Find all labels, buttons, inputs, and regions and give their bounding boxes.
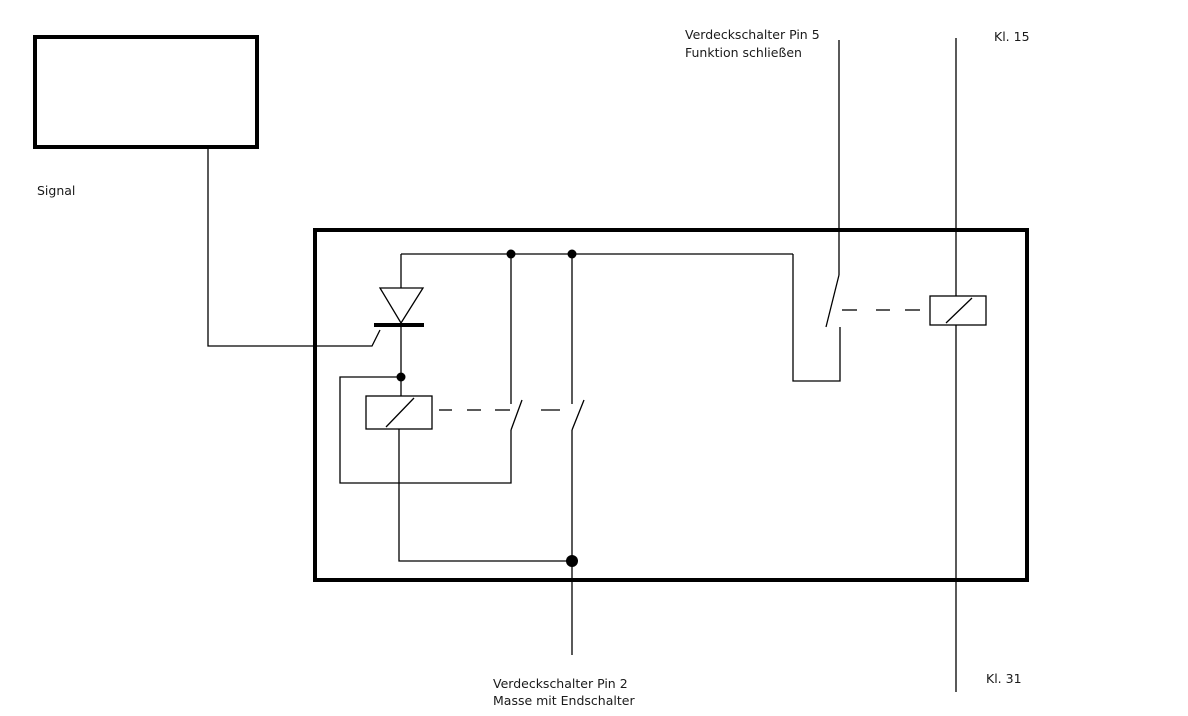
coil-ground-wire — [398, 429, 572, 562]
switch1-self-hold-loop-wire — [339, 376, 512, 484]
kl15-label: Kl. 15 — [994, 29, 1030, 44]
thyristor-symbol — [374, 287, 425, 327]
pin2-label-line1: Verdeckschalter Pin 2 — [493, 676, 628, 691]
kl31-label: Kl. 31 — [986, 671, 1022, 686]
pin2-label-line2: Masse mit Endschalter — [493, 693, 635, 708]
upper-switch-lever — [825, 274, 840, 328]
pin5-label-line1: Verdeckschalter Pin 5 — [685, 27, 820, 42]
main-enclosure-box — [313, 228, 1029, 582]
junction-dot — [396, 372, 406, 382]
signal-source-box — [33, 35, 259, 149]
switch1-lever — [510, 399, 523, 431]
pin5-label-line2: Funktion schließen — [685, 45, 802, 60]
upper-switch-loop-wire — [792, 254, 841, 382]
relay-coil-lower — [365, 395, 433, 430]
switch2-lever — [571, 399, 585, 431]
relay-coil-upper — [929, 295, 987, 326]
ground-junction-dot — [566, 555, 578, 567]
signal-label: Signal — [37, 183, 76, 198]
signal-wire — [207, 147, 381, 347]
